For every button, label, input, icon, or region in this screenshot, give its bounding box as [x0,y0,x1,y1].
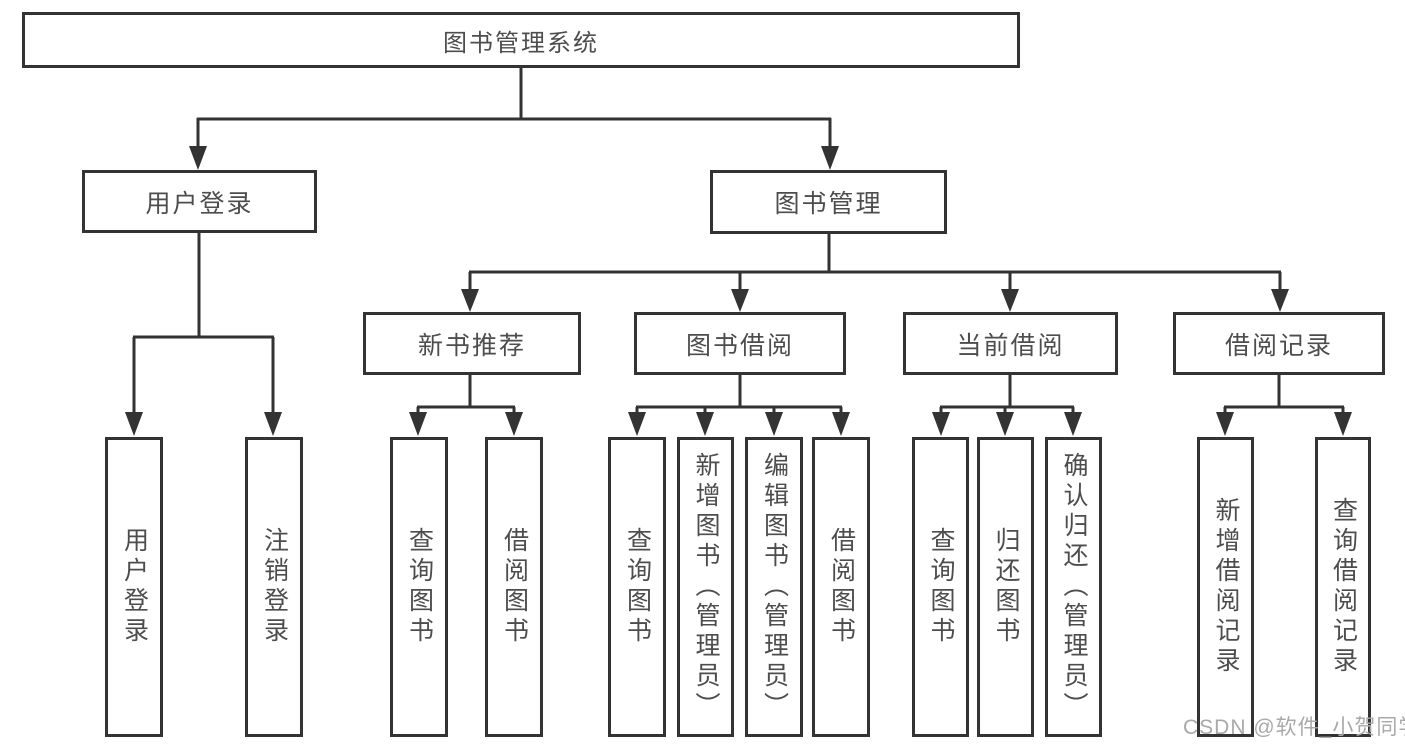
leaf-borrow-books-borrowing: 借阅图书 [812,437,870,737]
leaf-borrow-books-recommend: 借阅图书 [485,437,543,737]
leaf-edit-book-admin: 编辑图书（管理员） [745,437,803,737]
node-library-system: 图书管理系统 [22,12,1020,68]
leaf-query-books-current: 查询图书 [912,437,969,737]
node-user-login: 用户登录 [82,170,317,233]
leaf-return-books: 归还图书 [977,437,1034,737]
leaf-query-borrow-record: 查询借阅记录 [1315,437,1371,737]
node-current-borrowing: 当前借阅 [903,312,1118,375]
node-book-borrowing: 图书借阅 [634,312,846,375]
leaf-confirm-return-admin: 确认归还（管理员） [1045,437,1102,737]
leaf-query-books-borrowing: 查询图书 [608,437,666,737]
node-book-management: 图书管理 [710,170,947,234]
leaf-add-borrow-record: 新增借阅记录 [1197,437,1254,737]
leaf-add-book-admin: 新增图书（管理员） [677,437,734,737]
node-borrowing-records: 借阅记录 [1173,312,1385,375]
node-new-book-recommendation: 新书推荐 [363,312,581,375]
watermark-text: CSDN @软件_小贺同学 [1183,716,1405,739]
leaf-logout: 注销登录 [245,437,303,737]
leaf-query-books-recommend: 查询图书 [390,437,448,737]
leaf-user-login: 用户登录 [105,437,163,737]
